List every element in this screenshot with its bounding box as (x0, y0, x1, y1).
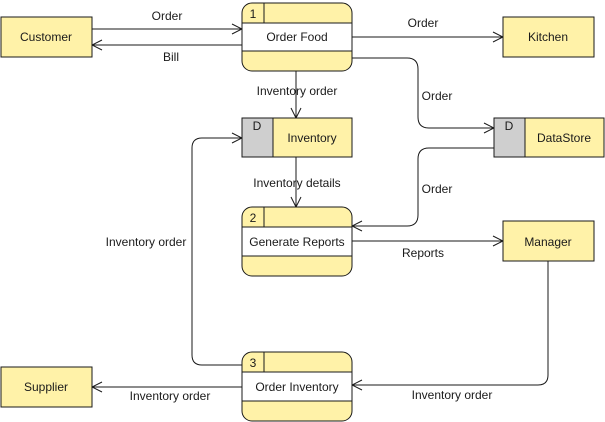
flow-label-supplier-inventory-order: Inventory order (130, 389, 211, 403)
entity-customer-label: Customer (20, 30, 72, 44)
flow-label-inventory-details: Inventory details (253, 176, 340, 190)
flow-label-reports: Reports (402, 246, 444, 260)
datastore-datastore-label: DataStore (537, 131, 591, 145)
datastore-datastore[interactable]: D DataStore (493, 117, 605, 158)
process-order-food[interactable]: 1 Order Food (241, 2, 353, 72)
entity-supplier-label: Supplier (24, 380, 68, 394)
flow-label-inventory-order: Inventory order (257, 84, 338, 98)
process-generate-reports[interactable]: 2 Generate Reports (241, 206, 353, 277)
entity-manager[interactable]: Manager (502, 220, 595, 262)
process-order-inventory-number: 3 (250, 356, 257, 370)
datastore-inventory-id: D (253, 119, 262, 133)
process-order-food-number: 1 (250, 7, 257, 21)
flow-datastore-to-generate-reports[interactable] (352, 147, 494, 226)
datastore-inventory[interactable]: D Inventory (241, 117, 353, 158)
entity-manager-label: Manager (524, 235, 571, 249)
entity-supplier[interactable]: Supplier (0, 366, 93, 408)
flow-label-bill: Bill (163, 50, 179, 64)
flow-label-manager-inventory-order: Inventory order (412, 388, 493, 402)
process-order-inventory[interactable]: 3 Order Inventory (241, 351, 353, 422)
entity-customer[interactable]: Customer (0, 16, 93, 58)
flow-label-inventory-order-loop: Inventory order (106, 235, 187, 249)
flow-label-datastore-order: Order (422, 89, 453, 103)
flow-label-customer-order: Order (152, 9, 183, 23)
flow-label-datastore-to-reports: Order (422, 182, 453, 196)
process-generate-reports-number: 2 (250, 211, 257, 225)
flow-manager-to-order-inventory[interactable] (352, 261, 549, 385)
entity-kitchen[interactable]: Kitchen (502, 16, 595, 58)
datastore-inventory-label: Inventory (287, 131, 336, 145)
process-order-food-label: Order Food (266, 30, 327, 44)
datastore-datastore-id: D (505, 119, 514, 133)
flow-label-kitchen-order: Order (408, 16, 439, 30)
flow-order-food-to-datastore[interactable] (352, 57, 494, 128)
process-generate-reports-label: Generate Reports (249, 235, 344, 249)
flow-order-inventory-to-inventory[interactable] (191, 138, 242, 366)
entity-kitchen-label: Kitchen (528, 30, 568, 44)
process-order-inventory-label: Order Inventory (255, 380, 338, 394)
